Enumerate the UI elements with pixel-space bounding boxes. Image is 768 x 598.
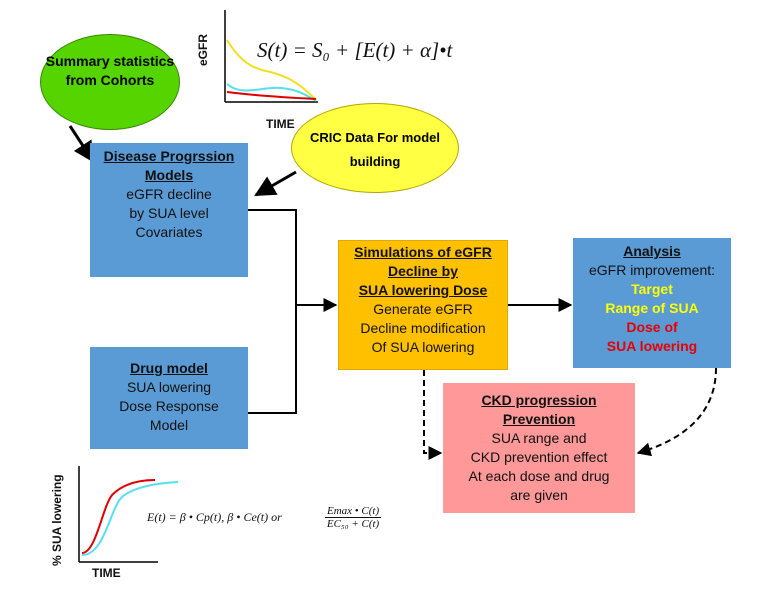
box-line: by SUA level xyxy=(129,205,209,221)
arrow-analysis-to-ckd xyxy=(636,367,717,457)
box-line: SUA lowering xyxy=(126,379,212,395)
range-highlight: Range of SUA xyxy=(605,300,699,316)
cric-line: CRIC Data xyxy=(309,130,374,145)
egfr-axis-label: eGFR xyxy=(196,33,210,66)
ckd-prevention-box: CKD progression Prevention SUA range and… xyxy=(443,383,635,513)
box-title: Prevention xyxy=(502,411,576,427)
box-title: Analysis xyxy=(623,243,681,259)
egfr-equation: S(t) = S₀ + [E(t) + α]•t xyxy=(257,38,453,62)
arrow-summary-to-disease xyxy=(68,125,95,163)
summary-line: statistics from xyxy=(65,53,175,88)
box-line: Generate eGFR xyxy=(373,301,473,317)
box-line: Covariates xyxy=(135,224,203,240)
sua-axis-label: % SUA lowering xyxy=(50,474,64,566)
simulation-box: Simulations of eGFR Decline by SUA lower… xyxy=(338,240,508,370)
sua-time-axis-label: TIME xyxy=(92,566,121,580)
box-line: Of SUA lowering xyxy=(371,339,475,355)
box-line: eGFR improvement: xyxy=(588,262,716,278)
box-title: Drug model xyxy=(130,360,208,376)
sua-lowering-highlight: SUA lowering xyxy=(606,338,698,354)
box-line: Model xyxy=(149,417,189,433)
summary-statistics-ellipse: Summary statistics from Cohorts xyxy=(40,34,180,130)
emax-denominator: EC₅₀ + C(t) xyxy=(326,518,380,530)
summary-line: Cohorts xyxy=(100,72,155,88)
box-line: SUA range and xyxy=(491,430,587,446)
egfr-curve-red xyxy=(226,91,317,100)
box-title: SUA lowering Dose xyxy=(358,282,488,298)
emax-fraction: Emax • C(t) EC₅₀ + C(t) xyxy=(325,505,382,530)
arrow-cric-to-disease xyxy=(254,170,297,197)
box-title: Decline by xyxy=(387,263,459,279)
box-line: eGFR decline xyxy=(126,186,212,202)
box-line: are given xyxy=(510,487,568,503)
analysis-box: Analysis eGFR improvement: Target Range … xyxy=(573,238,731,368)
egfr-time-axis-label: TIME xyxy=(266,117,295,131)
box-line: CKD prevention effect xyxy=(470,449,608,465)
egfr-plot xyxy=(224,10,318,103)
sua-curve-cyan xyxy=(81,481,179,556)
egfr-curve-yellow xyxy=(226,39,317,101)
dose-highlight: Dose of xyxy=(626,319,678,335)
box-line: At each dose and drug xyxy=(468,468,610,484)
drug-model-box: Drug model SUA lowering Dose Response Mo… xyxy=(90,347,248,449)
target-highlight: Target xyxy=(631,281,673,297)
cric-line: For model building xyxy=(349,130,441,169)
box-title: Simulations of eGFR xyxy=(354,244,492,260)
box-title: Disease Progrssion xyxy=(103,148,235,164)
box-title: Models xyxy=(144,167,194,183)
effect-equation: E(t) = β • Cp(t), β • Ce(t) or xyxy=(147,510,282,524)
cric-data-ellipse: CRIC Data For model building xyxy=(291,103,459,193)
egfr-curve-cyan xyxy=(226,83,317,102)
sua-curve-red xyxy=(81,479,156,554)
box-line: Decline modification xyxy=(360,320,486,336)
connector-disease-merge xyxy=(248,209,297,414)
sua-plot xyxy=(78,466,179,563)
emax-numerator: Emax • C(t) xyxy=(325,505,382,518)
arrow-sim-to-ckd xyxy=(423,370,443,460)
box-title: CKD progression xyxy=(481,392,597,408)
disease-progression-box: Disease Progrssion Models eGFR decline b… xyxy=(90,143,248,277)
summary-line: Summary xyxy=(45,53,110,69)
box-line: Dose Response xyxy=(119,398,219,414)
